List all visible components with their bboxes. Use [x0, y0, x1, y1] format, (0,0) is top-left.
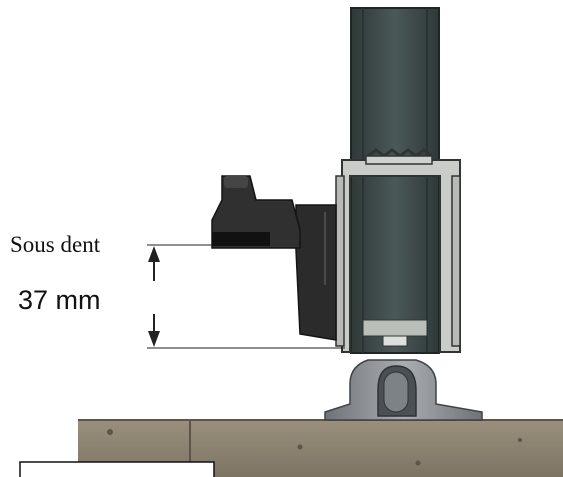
base-bracket	[324, 359, 483, 421]
arrow-up-icon	[148, 246, 160, 262]
dimension-label: 37 mm	[18, 285, 101, 315]
reference-label: Sous dent	[10, 232, 101, 257]
post-clip	[335, 148, 461, 353]
caption-box	[19, 461, 215, 477]
vertical-post	[350, 7, 440, 354]
dimension-37mm	[147, 244, 345, 349]
arrow-down-icon	[148, 331, 160, 347]
side-bracket	[211, 175, 337, 341]
